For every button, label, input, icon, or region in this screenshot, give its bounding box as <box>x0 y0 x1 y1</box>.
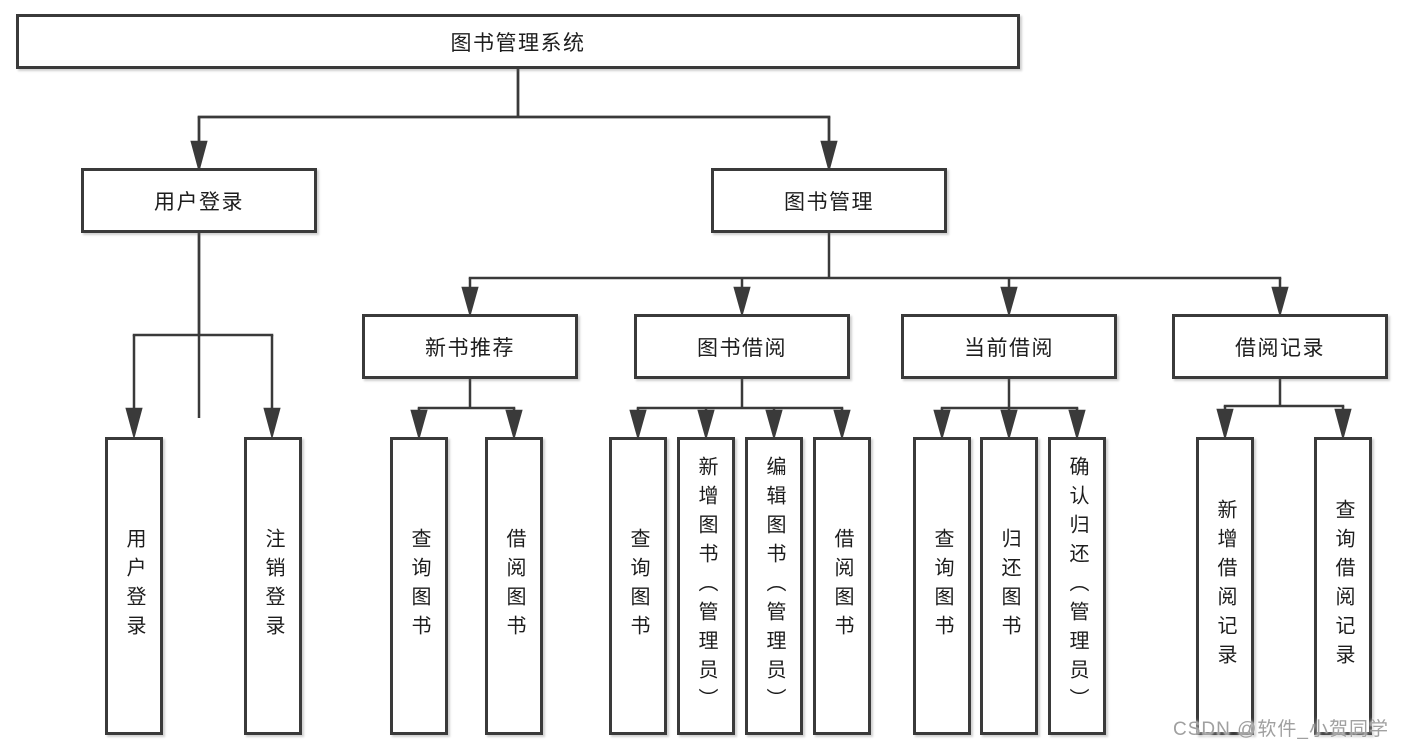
node-borrow-records: 借阅记录 <box>1172 314 1388 379</box>
leaf-query-books-borrow-label: 查询图书 <box>627 528 649 644</box>
node-book-mgmt-label: 图书管理 <box>784 190 874 214</box>
leaf-borrow-books-recommend: 借阅图书 <box>485 437 543 735</box>
node-book-borrow-label: 图书借阅 <box>697 336 787 360</box>
leaf-query-books-current: 查询图书 <box>913 437 971 735</box>
node-current-borrow-label: 当前借阅 <box>964 336 1054 360</box>
leaf-borrow-books-label: 借阅图书 <box>831 528 853 644</box>
connector-root <box>190 69 838 173</box>
node-new-books-label: 新书推荐 <box>425 336 515 360</box>
node-book-mgmt: 图书管理 <box>711 168 947 233</box>
node-new-books: 新书推荐 <box>362 314 578 379</box>
leaf-edit-books-admin: 编辑图书（管理员） <box>745 437 803 735</box>
csdn-watermark: CSDN @软件_小贺同学 <box>1173 719 1389 740</box>
leaf-logout: 注销登录 <box>244 437 302 735</box>
node-borrow-records-label: 借阅记录 <box>1235 336 1325 360</box>
leaf-query-borrow-record-label: 查询借阅记录 <box>1332 499 1354 673</box>
connector-new-books <box>410 379 523 441</box>
connector-book-borrow <box>629 379 851 441</box>
leaf-add-books-admin-label: 新增图书（管理员） <box>695 455 717 717</box>
leaf-query-books-recommend-label: 查询图书 <box>408 528 430 644</box>
connector-current-borrow <box>933 379 1086 441</box>
leaf-edit-books-admin-label: 编辑图书（管理员） <box>763 455 785 717</box>
node-current-borrow: 当前借阅 <box>901 314 1117 379</box>
leaf-query-borrow-record: 查询借阅记录 <box>1314 437 1372 735</box>
leaf-logout-label: 注销登录 <box>262 528 284 644</box>
connector-user-login <box>125 233 281 440</box>
node-user-login: 用户登录 <box>81 168 317 233</box>
leaf-query-books-borrow: 查询图书 <box>609 437 667 735</box>
leaf-return-books-label: 归还图书 <box>998 528 1020 644</box>
leaf-add-books-admin: 新增图书（管理员） <box>677 437 735 735</box>
connector-book-mgmt <box>461 233 1289 318</box>
node-user-login-label: 用户登录 <box>154 190 244 214</box>
leaf-return-books: 归还图书 <box>980 437 1038 735</box>
leaf-borrow-books-recommend-label: 借阅图书 <box>503 528 525 644</box>
node-book-borrow: 图书借阅 <box>634 314 850 379</box>
leaf-add-borrow-record: 新增借阅记录 <box>1196 437 1254 735</box>
leaf-add-borrow-record-label: 新增借阅记录 <box>1214 499 1236 673</box>
leaf-user-login: 用户登录 <box>105 437 163 735</box>
leaf-query-books-current-label: 查询图书 <box>931 528 953 644</box>
connector-borrow-records <box>1216 379 1352 441</box>
leaf-borrow-books: 借阅图书 <box>813 437 871 735</box>
leaf-confirm-return-admin-label: 确认归还（管理员） <box>1066 455 1088 717</box>
leaf-confirm-return-admin: 确认归还（管理员） <box>1048 437 1106 735</box>
leaf-query-books-recommend: 查询图书 <box>390 437 448 735</box>
node-root-label: 图书管理系统 <box>450 31 586 55</box>
node-root: 图书管理系统 <box>16 14 1020 69</box>
leaf-user-login-label: 用户登录 <box>123 528 145 644</box>
